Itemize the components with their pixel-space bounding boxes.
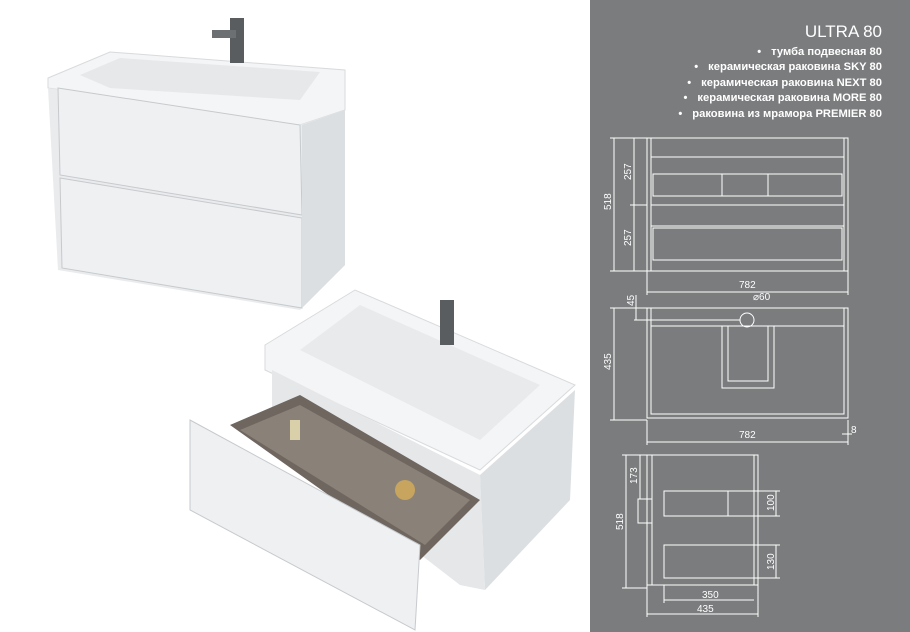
dim-front-width: 782 (739, 280, 756, 291)
product-title: ULTRA 80 (804, 22, 882, 41)
product-components-list: тумба подвесная 80 керамическая раковина… (678, 45, 882, 122)
spec-panel: ULTRA 80 тумба подвесная 80 керамическая… (590, 0, 910, 632)
front-view-drawing (610, 137, 849, 295)
dim-top-depth: 435 (603, 353, 614, 370)
dim-side-inner-depth: 350 (702, 590, 719, 601)
side-view-drawing (622, 454, 780, 617)
dim-side-depth: 435 (697, 604, 714, 615)
list-item: раковина из мрамора PREMIER 80 (678, 107, 882, 122)
dim-top-gap: 8 (851, 425, 857, 436)
top-view-drawing (610, 295, 852, 445)
dim-side-top-offset: 173 (629, 467, 640, 484)
dim-front-drawer-bottom: 257 (623, 229, 634, 246)
dim-top-hole: ⌀60 (753, 292, 771, 303)
dim-top-offset: 45 (626, 294, 637, 306)
dim-front-height: 518 (603, 193, 614, 210)
dim-top-width: 782 (739, 430, 756, 441)
dim-side-drawer-bottom: 130 (766, 553, 777, 570)
dim-side-drawer-top: 100 (766, 494, 777, 511)
dim-front-drawer-top: 257 (623, 163, 634, 180)
open-vanity-render (189, 289, 576, 631)
closed-vanity-render (47, 18, 346, 310)
list-item: керамическая раковина SKY 80 (678, 60, 882, 75)
list-item: тумба подвесная 80 (678, 45, 882, 60)
list-item: керамическая раковина MORE 80 (678, 91, 882, 106)
product-photos (47, 18, 576, 631)
dim-side-height: 518 (615, 513, 626, 530)
list-item: керамическая раковина NEXT 80 (678, 76, 882, 91)
